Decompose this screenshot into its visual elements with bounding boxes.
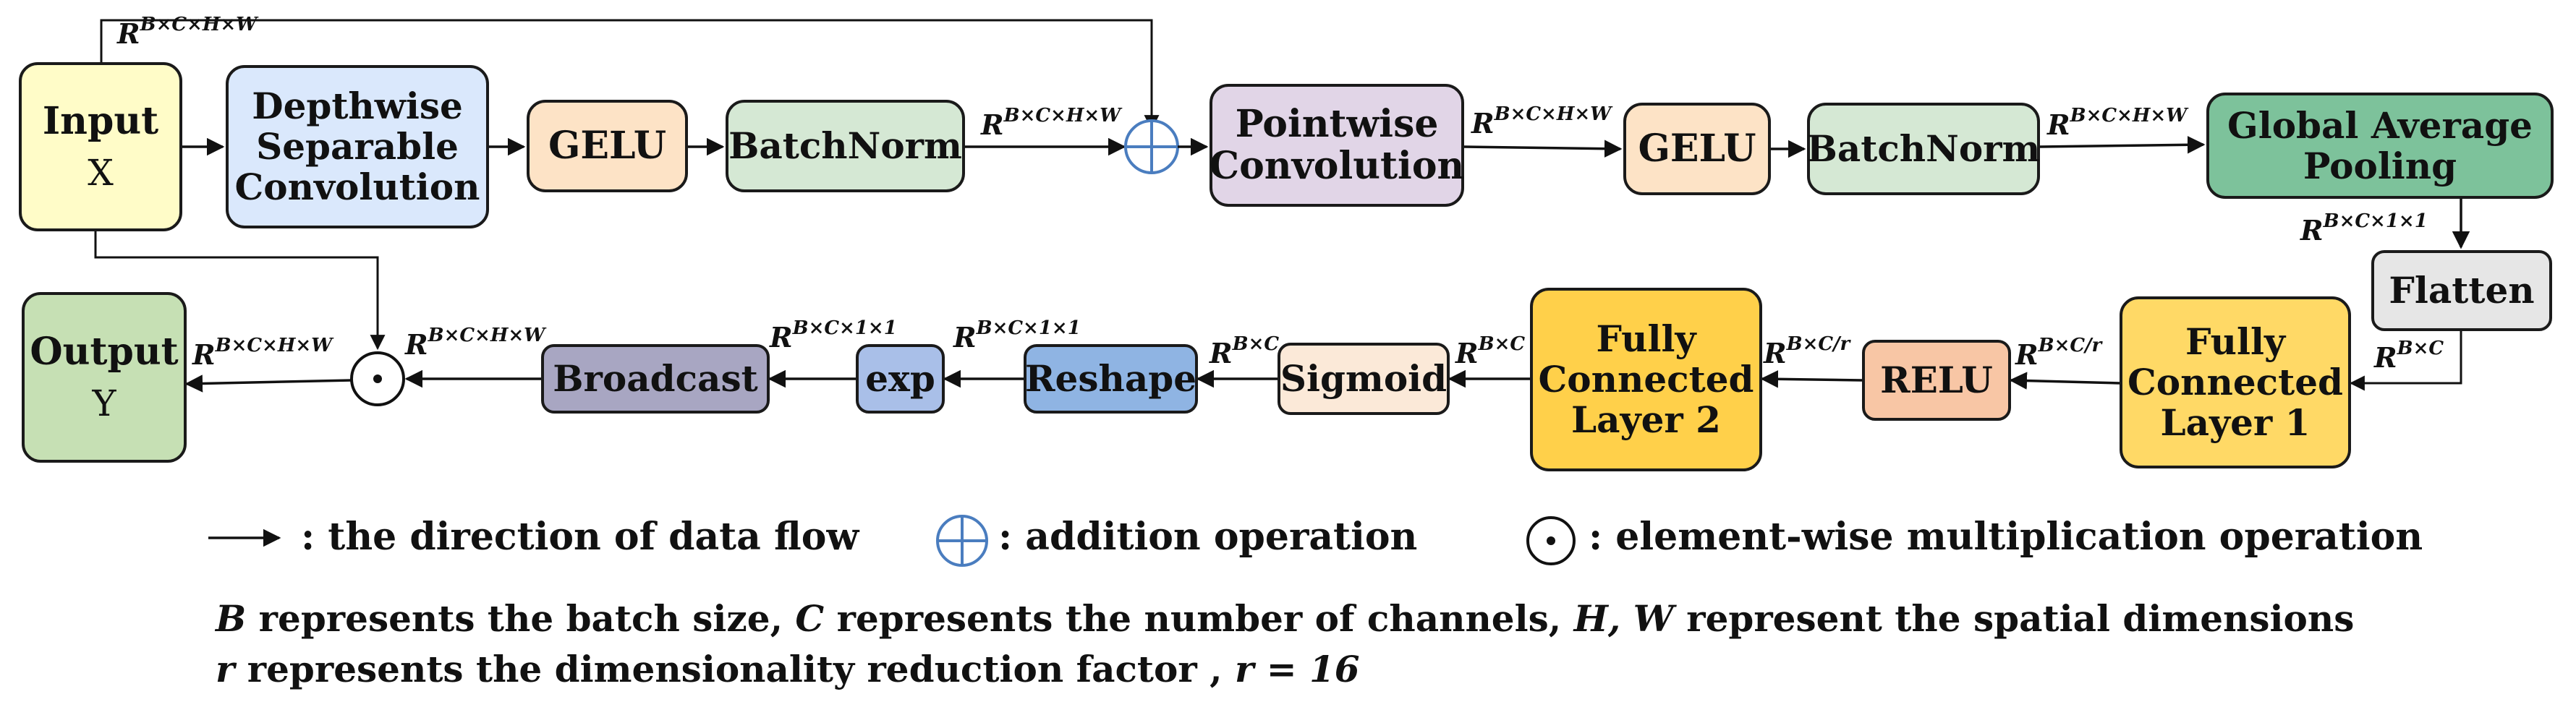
dim-label-after-multiply: RB×C×H×W [192, 335, 333, 371]
batchnorm-block-1: BatchNorm [726, 100, 965, 192]
batchnorm-block-2: BatchNorm [1807, 103, 2040, 195]
output-symbol: Y [92, 382, 116, 425]
arrow-flatten-to-fc1 [2349, 331, 2462, 391]
dim-label-after-relu: RB×C/r [1764, 333, 1850, 369]
output-label: Output [30, 329, 179, 374]
dim-label-after-broadcast: RB×C×H×W [405, 325, 545, 361]
arrow-batchnorm-to-gap [2039, 136, 2206, 154]
gelu-label-1: GELU [548, 123, 667, 168]
legend-plus-icon [936, 515, 988, 567]
multiplication-operator [350, 351, 405, 406]
batchnorm-label-2: BatchNorm [1806, 127, 2041, 170]
dim-label-after-batchnorm-2: RB×C×H×W [2047, 105, 2188, 141]
input-symbol: X [88, 152, 114, 194]
depthwise-separable-convolution-block: Depthwise Separable Convolution [226, 65, 489, 228]
broadcast-label: Broadcast [553, 357, 758, 400]
legend-addition-text: : addition operation [998, 515, 1418, 559]
legend-data-flow-text: : the direction of data flow [301, 515, 859, 559]
input-label: Input [42, 98, 159, 143]
arrow-input-to-multiply [94, 231, 386, 351]
flatten-block: Flatten [2371, 250, 2552, 331]
fc2-label: Fully Connected Layer 2 [1538, 317, 1754, 441]
note-dimensions-definition: B represents the batch size, C represent… [216, 597, 2355, 640]
dim-label-after-exp: RB×C×1×1 [770, 317, 897, 354]
broadcast-block: Broadcast [541, 344, 770, 414]
exp-label: exp [865, 357, 935, 400]
arrow-fc1-to-relu [2009, 372, 2120, 390]
gelu-block-1: GELU [527, 100, 688, 192]
exp-block: exp [856, 344, 945, 414]
skip-connection-line [100, 19, 1160, 131]
pointwise-convolution-block: Pointwise Convolution [1210, 84, 1464, 207]
fully-connected-layer-2-block: Fully Connected Layer 2 [1530, 288, 1762, 471]
relu-label: RELU [1880, 359, 1993, 401]
dim-label-after-fc1: RB×C/r [2015, 335, 2102, 371]
sigmoid-block: Sigmoid [1278, 343, 1450, 415]
output-block: Output Y [22, 292, 187, 463]
reshape-label: Reshape [1024, 357, 1197, 400]
addition-operator [1124, 119, 1179, 174]
fc1-label: Fully Connected Layer 1 [2127, 320, 2343, 444]
gelu-label-2: GELU [1638, 126, 1756, 171]
note-reduction-factor: r represents the dimensionality reductio… [216, 648, 1360, 690]
input-block: Input X [19, 62, 182, 231]
dim-label-after-flatten: RB×C [2374, 338, 2444, 374]
relu-block: RELU [1862, 340, 2011, 421]
gap-label: Global Average Pooling [2227, 103, 2533, 187]
global-average-pooling-block: Global Average Pooling [2206, 93, 2554, 199]
arrow-multiply-to-output [184, 374, 352, 393]
pointwise-label: Pointwise Convolution [1209, 101, 1465, 188]
batchnorm-label-1: BatchNorm [728, 124, 962, 167]
legend-multiply-icon [1526, 516, 1576, 565]
legend-multiplication-text: : element-wise multiplication operation [1589, 515, 2423, 559]
gelu-block-2: GELU [1623, 103, 1771, 195]
fully-connected-layer-1-block: Fully Connected Layer 1 [2120, 296, 2351, 468]
dim-label-after-batchnorm-1: RB×C×H×W [981, 105, 1121, 141]
dim-label-after-pointwise: RB×C×H×W [1471, 103, 1612, 140]
dim-label-after-gap: RB×C×1×1 [2300, 210, 2428, 247]
sigmoid-label: Sigmoid [1280, 357, 1448, 400]
reshape-block: Reshape [1024, 344, 1198, 414]
dim-label-after-fc2: RB×C [1455, 333, 1526, 369]
flatten-label: Flatten [2389, 269, 2535, 312]
arrow-pointwise-to-gelu [1463, 140, 1623, 158]
depthwise-label: Depthwise Separable Convolution [234, 85, 480, 208]
dim-label-after-reshape: RB×C×1×1 [953, 317, 1081, 354]
dim-label-after-sigmoid: RB×C [1210, 333, 1280, 369]
arrow-relu-to-fc2 [1760, 370, 1863, 388]
dim-label-skip: RB×C×H×W [117, 14, 258, 50]
